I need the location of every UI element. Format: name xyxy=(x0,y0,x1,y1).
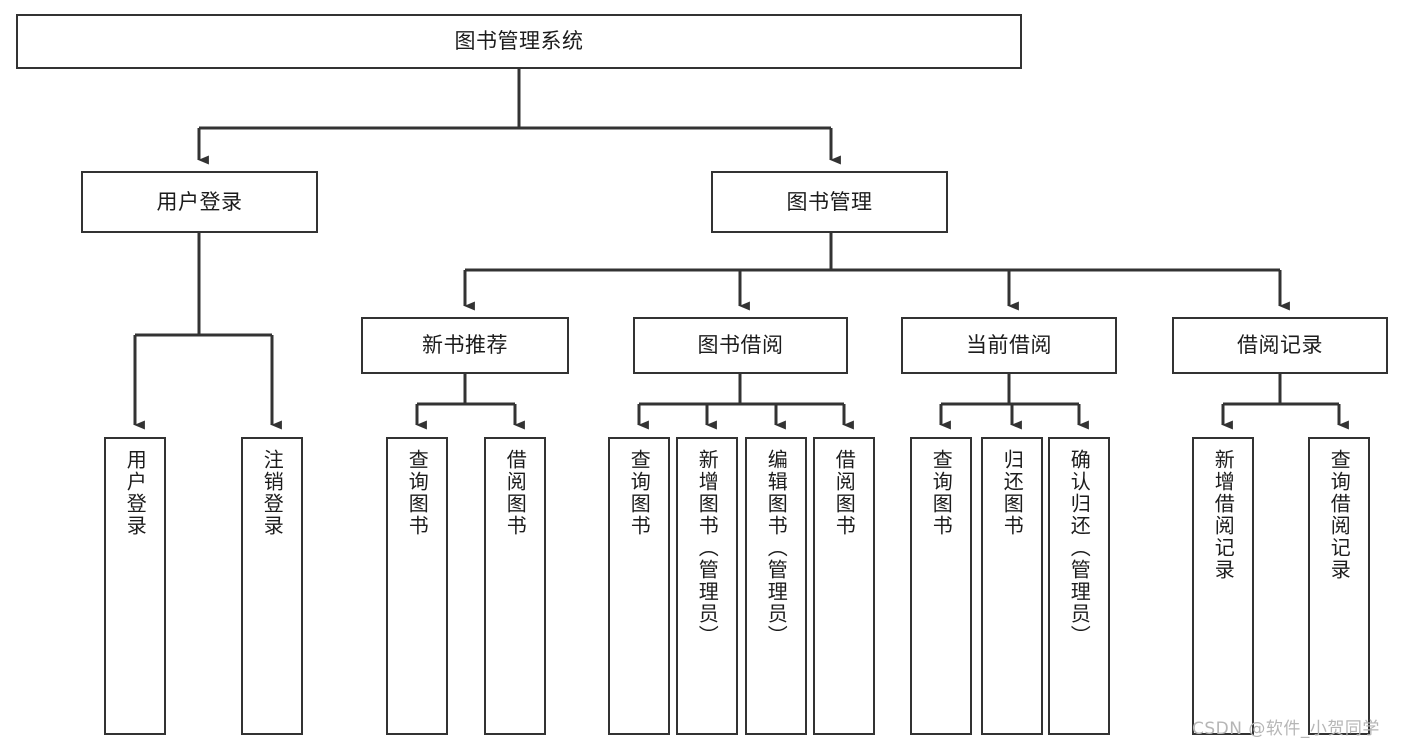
node-leaf-cb-confirm-label: 确认归还（管理员） xyxy=(1067,449,1092,647)
node-leaf-bb-add[interactable]: 新增图书（管理员） xyxy=(676,437,738,735)
node-leaf-rec-borrow[interactable]: 借阅图书 xyxy=(484,437,546,735)
node-leaf-rec-borrow-label: 借阅图书 xyxy=(503,449,528,537)
node-new-book-rec-label: 新书推荐 xyxy=(422,333,508,358)
node-leaf-user-login[interactable]: 用户登录 xyxy=(104,437,166,735)
node-leaf-bb-add-label: 新增图书（管理员） xyxy=(695,449,720,647)
node-book-borrow-label: 图书借阅 xyxy=(697,333,784,358)
node-borrow-record-label: 借阅记录 xyxy=(1237,333,1323,358)
node-user-login[interactable]: 用户登录 xyxy=(81,171,318,233)
node-leaf-cb-confirm[interactable]: 确认归还（管理员） xyxy=(1048,437,1110,735)
node-leaf-cb-return[interactable]: 归还图书 xyxy=(981,437,1043,735)
node-root-label: 图书管理系统 xyxy=(454,29,584,54)
node-leaf-rec-query[interactable]: 查询图书 xyxy=(386,437,448,735)
node-leaf-br-query-label: 查询借阅记录 xyxy=(1327,449,1352,581)
node-leaf-user-logout-label: 注销登录 xyxy=(260,449,285,537)
node-leaf-bb-edit[interactable]: 编辑图书（管理员） xyxy=(745,437,807,735)
node-current-borrow[interactable]: 当前借阅 xyxy=(901,317,1117,374)
node-leaf-bb-borrow[interactable]: 借阅图书 xyxy=(813,437,875,735)
node-leaf-cb-query-label: 查询图书 xyxy=(929,449,954,537)
node-leaf-rec-query-label: 查询图书 xyxy=(405,449,430,537)
node-leaf-bb-query-label: 查询图书 xyxy=(627,449,652,537)
node-leaf-br-add[interactable]: 新增借阅记录 xyxy=(1192,437,1254,735)
node-root[interactable]: 图书管理系统 xyxy=(16,14,1022,69)
node-leaf-bb-borrow-label: 借阅图书 xyxy=(832,449,857,537)
csdn-watermark: CSDN @软件_小贺同学 xyxy=(1192,719,1380,739)
node-borrow-record[interactable]: 借阅记录 xyxy=(1172,317,1388,374)
node-user-login-label: 用户登录 xyxy=(156,189,243,214)
node-current-borrow-label: 当前借阅 xyxy=(966,333,1052,358)
node-leaf-user-logout[interactable]: 注销登录 xyxy=(241,437,303,735)
node-leaf-br-add-label: 新增借阅记录 xyxy=(1211,449,1236,581)
node-leaf-cb-query[interactable]: 查询图书 xyxy=(910,437,972,735)
node-leaf-bb-query[interactable]: 查询图书 xyxy=(608,437,670,735)
node-leaf-user-login-label: 用户登录 xyxy=(123,449,148,537)
node-new-book-rec[interactable]: 新书推荐 xyxy=(361,317,569,374)
node-leaf-cb-return-label: 归还图书 xyxy=(1000,449,1025,537)
node-book-borrow[interactable]: 图书借阅 xyxy=(633,317,848,374)
node-leaf-br-query[interactable]: 查询借阅记录 xyxy=(1308,437,1370,735)
node-leaf-bb-edit-label: 编辑图书（管理员） xyxy=(764,449,789,647)
node-book-manage[interactable]: 图书管理 xyxy=(711,171,948,233)
node-book-manage-label: 图书管理 xyxy=(786,189,873,214)
